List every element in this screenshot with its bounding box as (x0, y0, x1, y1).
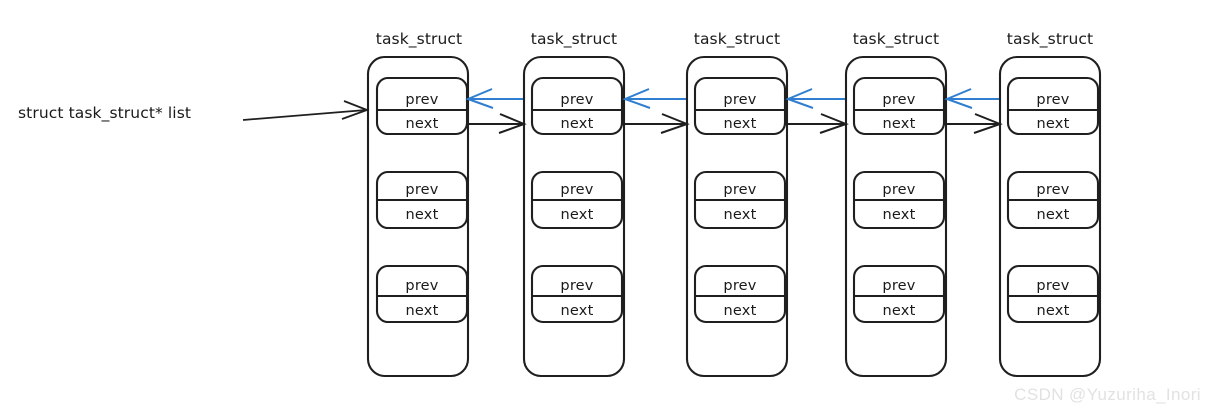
field-box-1-3 (375, 264, 469, 324)
field-pair-5-2: prev next (1006, 170, 1100, 230)
field-pair-4-2: prev next (852, 170, 946, 230)
field-pair-5-1: prev next (1006, 76, 1100, 136)
field-prev-2-1: prev (560, 92, 593, 108)
task-struct-node-5[interactable]: task_struct prev next prev next prev nex… (998, 30, 1102, 378)
field-next-1-2: next (406, 207, 439, 223)
field-next-2-2: next (561, 207, 594, 223)
field-pair-1-2: prev next (375, 170, 469, 230)
task-struct-node-1[interactable]: task_struct prev next prev next prev (366, 30, 470, 378)
field-box-2-1 (530, 76, 624, 136)
field-next-4-1: next (883, 116, 916, 132)
field-pair-3-2: prev next (693, 170, 787, 230)
node-outer-box-2 (522, 55, 626, 378)
field-next-4-3: next (883, 303, 916, 319)
task-struct-node-3[interactable]: task_struct prev next prev next prev nex… (685, 30, 789, 378)
field-box-4-1 (852, 76, 946, 136)
task-struct-node-2[interactable]: task_struct prev next prev next prev nex… (522, 30, 626, 378)
node-title-5: task_struct (1007, 30, 1093, 49)
field-next-4-2: next (883, 207, 916, 223)
field-next-2-1: next (561, 116, 594, 132)
field-pair-4-1: prev next (852, 76, 946, 136)
field-box-4-3 (852, 264, 946, 324)
task-struct-node-4[interactable]: task_struct prev next prev next prev nex… (844, 30, 948, 378)
field-next-1-1: next (406, 116, 439, 132)
next-arrow-2-to-3 (622, 113, 690, 134)
field-prev-1-2: prev (405, 182, 438, 198)
field-next-5-1: next (1037, 116, 1070, 132)
field-box-5-1 (1006, 76, 1100, 136)
field-box-3-1 (693, 76, 787, 136)
field-pair-1-3: prev next (375, 264, 469, 324)
next-arrow-3-to-4 (785, 113, 849, 134)
field-prev-5-1: prev (1036, 92, 1069, 108)
field-prev-3-2: prev (723, 182, 756, 198)
prev-arrow-3-to-2 (622, 88, 686, 109)
field-prev-2-3: prev (560, 278, 593, 294)
field-pair-1-1: prev next (375, 76, 469, 136)
node-title-3: task_struct (694, 30, 780, 49)
field-prev-5-3: prev (1036, 278, 1069, 294)
field-next-5-2: next (1037, 207, 1070, 223)
field-box-1-1 (375, 76, 469, 136)
field-next-3-2: next (724, 207, 757, 223)
node-title-4: task_struct (853, 30, 939, 49)
node-outer-box-4 (844, 55, 948, 378)
field-prev-3-3: prev (723, 278, 756, 294)
field-box-2-3 (530, 264, 624, 324)
field-prev-5-2: prev (1036, 182, 1069, 198)
head-pointer-label: struct task_struct* list (18, 104, 191, 123)
field-box-3-3 (693, 264, 787, 324)
node-title-2: task_struct (531, 30, 617, 49)
field-prev-1-1: prev (405, 92, 438, 108)
node-title-1: task_struct (376, 30, 462, 49)
node-outer-box-5 (998, 55, 1102, 378)
field-next-3-3: next (724, 303, 757, 319)
field-prev-2-2: prev (560, 182, 593, 198)
field-next-3-1: next (724, 116, 757, 132)
csdn-watermark: CSDN @Yuzuriha_Inori (1014, 385, 1201, 404)
field-next-5-3: next (1037, 303, 1070, 319)
field-pair-3-1: prev next (693, 76, 787, 136)
field-prev-3-1: prev (723, 92, 756, 108)
prev-arrow-2-to-1 (465, 88, 523, 109)
head-pointer-arrow (242, 100, 370, 121)
field-prev-1-3: prev (405, 278, 438, 294)
prev-arrow-5-to-4 (944, 88, 999, 109)
field-pair-4-3: prev next (852, 264, 946, 324)
next-arrow-4-to-5 (944, 113, 1003, 134)
prev-arrow-4-to-3 (785, 88, 845, 109)
field-next-2-3: next (561, 303, 594, 319)
node-outer-box-3 (685, 55, 789, 378)
field-pair-2-2: prev next (530, 170, 624, 230)
field-prev-4-1: prev (882, 92, 915, 108)
field-next-1-3: next (406, 303, 439, 319)
field-pair-3-3: prev next (693, 264, 787, 324)
field-prev-4-3: prev (882, 278, 915, 294)
field-pair-5-3: prev next (1006, 264, 1100, 324)
next-arrow-1-to-2 (467, 113, 527, 134)
field-pair-2-1: prev next (530, 76, 624, 136)
field-box-5-3 (1006, 264, 1100, 324)
field-pair-2-3: prev next (530, 264, 624, 324)
field-prev-4-2: prev (882, 182, 915, 198)
